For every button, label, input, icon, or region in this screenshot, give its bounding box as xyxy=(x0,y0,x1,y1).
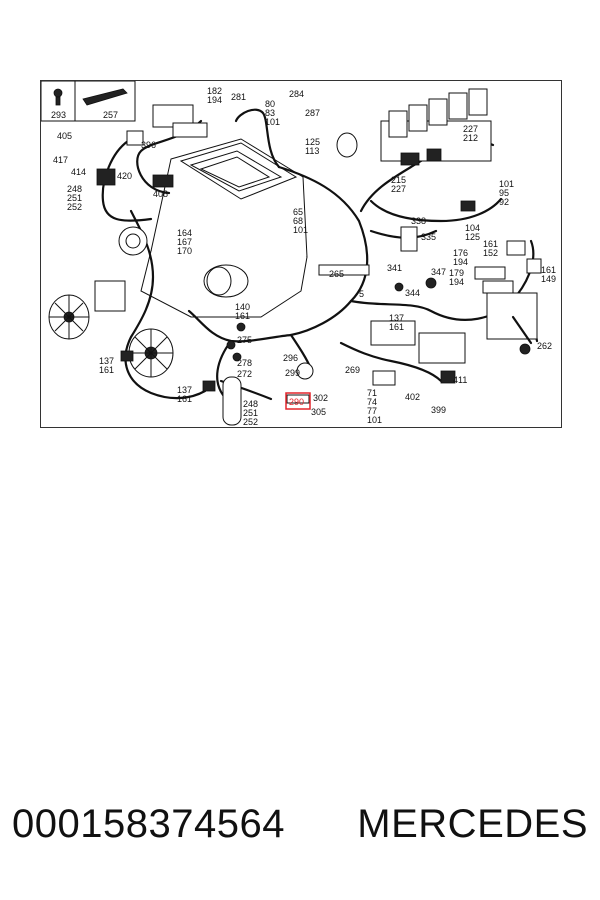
label-396: 396 xyxy=(141,140,156,150)
label-252b: 252 xyxy=(243,417,258,427)
label-170: 170 xyxy=(177,246,192,256)
label-281: 281 xyxy=(231,92,246,102)
label-74: 74 xyxy=(367,397,377,407)
label-212: 212 xyxy=(463,133,478,143)
label-215: 215 xyxy=(391,175,406,185)
label-125b: 125 xyxy=(465,232,480,242)
label-92: 92 xyxy=(499,197,509,207)
label-335: 335 xyxy=(421,232,436,242)
label-278: 278 xyxy=(237,358,252,368)
engine-block xyxy=(140,138,308,318)
label-113: 113 xyxy=(305,146,319,156)
label-248b: 248 xyxy=(243,399,258,409)
label-164: 164 xyxy=(177,228,192,238)
label-182: 182 xyxy=(207,86,222,96)
part-number: 000158374564 xyxy=(12,802,285,846)
label-287: 287 xyxy=(305,108,320,118)
label-299: 299 xyxy=(285,368,300,378)
label-194c: 194 xyxy=(449,277,464,287)
label-251b: 251 xyxy=(243,408,258,418)
label-265: 265 xyxy=(329,269,344,279)
label-101: 101 xyxy=(265,117,280,127)
label-269: 269 xyxy=(345,365,360,375)
label-347: 347 xyxy=(431,267,446,277)
label-161c: 161 xyxy=(235,311,250,321)
label-161: 161 xyxy=(483,239,498,249)
highlighted-part-290-box xyxy=(285,392,311,410)
label-167: 167 xyxy=(177,237,192,247)
label-80: 80 xyxy=(265,99,275,109)
label-176: 176 xyxy=(453,248,468,258)
label-101c: 101 xyxy=(293,225,308,235)
label-161d: 161 xyxy=(99,365,114,375)
label-83: 83 xyxy=(265,108,275,118)
label-296: 296 xyxy=(283,353,298,363)
label-149: 149 xyxy=(541,274,556,284)
label-405: 405 xyxy=(57,131,72,141)
label-71: 71 xyxy=(367,388,377,398)
label-125: 125 xyxy=(305,137,320,147)
label-137: 137 xyxy=(99,356,114,366)
label-137b: 137 xyxy=(389,313,404,323)
label-251: 251 xyxy=(67,193,82,203)
label-417: 417 xyxy=(53,155,68,165)
label-272: 272 xyxy=(237,369,252,379)
label-408: 408 xyxy=(153,189,168,199)
label-152: 152 xyxy=(483,248,498,258)
label-284: 284 xyxy=(289,89,304,99)
label-262: 262 xyxy=(537,341,552,351)
label-344: 344 xyxy=(405,288,420,298)
label-227b: 227 xyxy=(391,184,406,194)
label-77: 77 xyxy=(367,406,377,416)
label-161e: 161 xyxy=(389,322,404,332)
label-341: 341 xyxy=(387,263,402,273)
label-161b: 161 xyxy=(541,265,556,275)
label-95: 95 xyxy=(499,188,509,198)
label-257: 257 xyxy=(103,110,118,120)
inset-box-257 xyxy=(74,81,136,122)
callout-labels: 293 257 182 194 281 80 83 101 284 287 40… xyxy=(51,86,556,427)
engine-wiring-harness-illustration: 293 257 182 194 281 80 83 101 284 287 40… xyxy=(41,81,556,427)
label-252: 252 xyxy=(67,202,82,212)
label-411: 411 xyxy=(453,375,467,385)
label-179: 179 xyxy=(449,268,464,278)
label-399: 399 xyxy=(431,405,446,415)
label-227: 227 xyxy=(463,124,478,134)
label-275: 275 xyxy=(237,335,252,345)
label-302: 302 xyxy=(313,393,328,403)
label-5: 5 xyxy=(359,289,364,299)
label-402: 402 xyxy=(405,392,420,402)
label-68: 68 xyxy=(293,216,303,226)
label-194: 194 xyxy=(207,95,222,105)
label-194b: 194 xyxy=(453,257,468,267)
label-305: 305 xyxy=(311,407,326,417)
label-101d: 101 xyxy=(367,415,382,425)
label-293: 293 xyxy=(51,110,66,120)
brand-name: MERCEDES xyxy=(357,802,588,846)
label-140: 140 xyxy=(235,302,250,312)
label-248: 248 xyxy=(67,184,82,194)
parts-diagram: 293 257 182 194 281 80 83 101 284 287 40… xyxy=(40,80,562,428)
label-338: 338 xyxy=(411,216,426,226)
wiring-harness xyxy=(101,108,539,401)
label-65: 65 xyxy=(293,207,303,217)
label-290-highlighted[interactable]: 290 xyxy=(289,397,304,407)
label-137c: 137 xyxy=(177,385,192,395)
label-420: 420 xyxy=(117,171,132,181)
label-414: 414 xyxy=(71,167,86,177)
label-161f: 161 xyxy=(177,394,192,404)
label-101b: 101 xyxy=(499,179,514,189)
product-footer: 000158374564 MERCEDES xyxy=(0,802,600,862)
components xyxy=(48,88,542,426)
label-104: 104 xyxy=(465,223,480,233)
